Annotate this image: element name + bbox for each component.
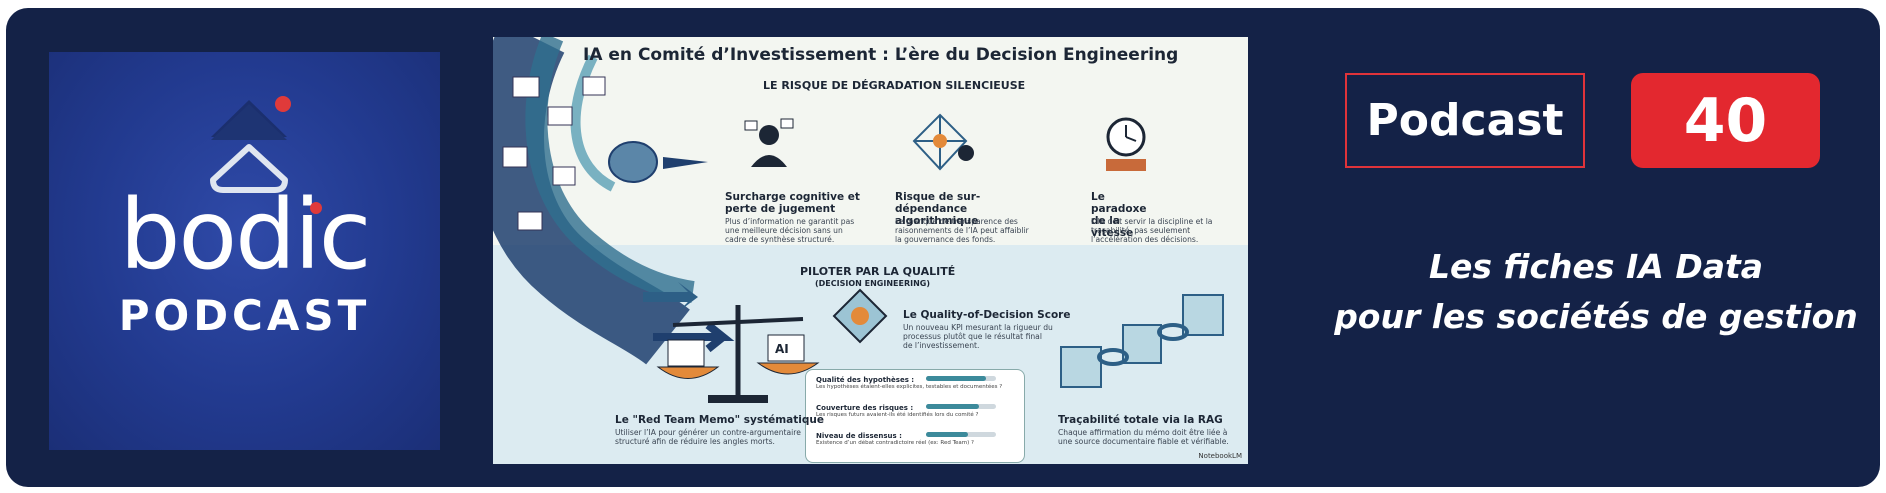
risk-text-2: Le manque de transparence des raisonneme…	[895, 217, 1029, 244]
section-quality-subtitle: (DECISION ENGINEERING)	[815, 279, 931, 288]
qod-text: Un nouveau KPI mesurant la rigueur du pr…	[903, 323, 1053, 350]
infographic-image: IA en Comité d’Investissement : L’ère du…	[493, 37, 1248, 464]
chain-blocks-icon	[1060, 294, 1224, 388]
section-quality-title: PILOTER PAR LA QUALITÉ	[800, 265, 956, 278]
episode-number-badge: 40	[1631, 73, 1820, 168]
risk-text-3: L’IA doit servir la discipline et la tra…	[1091, 217, 1213, 244]
podcast-label-badge: Podcast	[1345, 73, 1585, 168]
logo-wordmark: bodic	[119, 179, 371, 291]
criterion-risks: Couverture des risques : Les risques fut…	[816, 404, 1016, 419]
logo-subtitle: PODCAST	[118, 291, 371, 340]
criterion-dissent: Niveau de dissensus : Existence d’un déb…	[816, 432, 1016, 447]
quality-criteria-panel: Qualité des hypothèses : Les hypothèses …	[805, 369, 1025, 463]
balance-scale-icon: AI	[656, 305, 820, 403]
section-risk-title: LE RISQUE DE DÉGRADATION SILENCIEUSE	[763, 79, 1026, 92]
bodic-logo: bodic PODCAST	[49, 52, 440, 450]
risk-text-1: Plus d’information ne garantit pas une m…	[725, 217, 855, 244]
criterion-level-bar	[926, 404, 996, 409]
risk-title-2: Risque de sur-dépendance algorithmique	[895, 191, 981, 227]
redteam-title: Le "Red Team Memo" systématique	[615, 414, 824, 426]
criterion-level-bar	[926, 376, 996, 381]
notebooklm-watermark: NotebookLM	[1198, 452, 1242, 460]
logo-dot	[310, 202, 322, 214]
tagline-line-2: pour les sociétés de gestion	[1334, 297, 1858, 336]
redteam-text: Utiliser l’IA pour générer un contre-arg…	[615, 428, 801, 446]
qod-title: Le Quality-of-Decision Score	[903, 309, 1071, 321]
data-swirl-illustration	[493, 37, 735, 365]
tagline-line-1: Les fiches IA Data	[1428, 247, 1764, 286]
house-logo-icon	[210, 96, 291, 193]
criterion-hypotheses: Qualité des hypothèses : Les hypothèses …	[816, 376, 1003, 390]
rag-title: Traçabilité totale via la RAG	[1058, 414, 1223, 426]
criterion-level-bar	[926, 432, 996, 437]
risk-title-1: Surcharge cognitive et perte de jugement	[725, 191, 860, 215]
quality-diamond-icon	[832, 288, 888, 344]
stressed-person-icon	[744, 118, 794, 167]
clock-icon	[1106, 117, 1146, 171]
network-icon	[912, 113, 974, 171]
risk-title-3: Le paradoxe de la vitesse	[1091, 191, 1147, 239]
podcast-banner: bodic PODCAST IA en Comité d’Investissem…	[6, 8, 1880, 487]
tagline: Les fiches IA Data pour les sociétés de …	[1326, 242, 1866, 342]
rag-text: Chaque affirmation du mémo doit être lié…	[1058, 428, 1229, 446]
infographic-title: IA en Comité d’Investissement : L’ère du…	[583, 45, 1179, 65]
memo-ai-label: AI	[775, 342, 789, 356]
